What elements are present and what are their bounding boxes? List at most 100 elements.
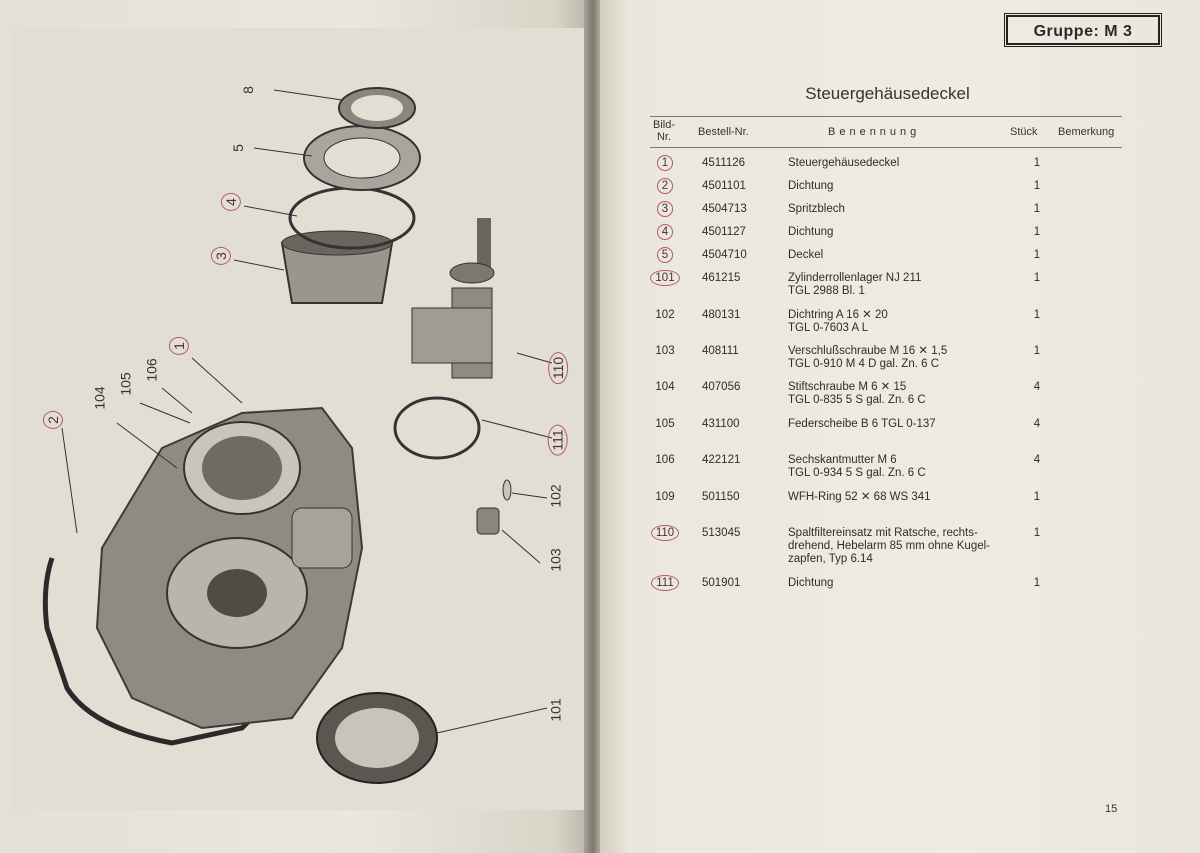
cell-bild-nr: 111 xyxy=(648,575,682,591)
cell-benennung: Spaltfiltereinsatz mit Ratsche, rechts- … xyxy=(788,527,991,565)
cell-bestell-nr: 4504710 xyxy=(702,249,747,261)
cell-bild-nr: 106 xyxy=(648,454,682,467)
leader-lines xyxy=(61,89,553,734)
header-bemerkung: Bemerkung xyxy=(1058,126,1115,138)
cell-stueck: 1 xyxy=(1033,226,1041,238)
cell-bestell-nr: 407056 xyxy=(702,381,741,393)
cell-stueck: 1 xyxy=(1033,157,1041,169)
bild-nr-value: 111 xyxy=(651,575,679,591)
cell-bild-nr: 1 xyxy=(648,155,682,171)
plug-103-shape xyxy=(476,507,500,535)
bild-nr-value: 101 xyxy=(650,270,680,286)
parts-illustration xyxy=(12,28,584,810)
table-top-rule xyxy=(650,116,1122,117)
cell-stueck: 4 xyxy=(1033,418,1041,430)
cell-benennung: Dichtring A 16 ✕ 20 TGL 0-7603 A L xyxy=(788,309,888,334)
cell-stueck: 1 xyxy=(1033,203,1041,215)
cell-benennung: Steuergehäusedeckel xyxy=(788,157,900,169)
callout-3: 3 xyxy=(210,247,231,265)
cell-benennung: Spritzblech xyxy=(788,203,845,215)
ring-3-top xyxy=(281,230,393,256)
cell-benennung: Dichtung xyxy=(788,577,834,589)
cell-benennung: Verschlußschraube M 16 ✕ 1,5 TGL 0-910 M… xyxy=(788,345,948,370)
cell-benennung: Dichtung xyxy=(788,226,834,238)
ring-8-hole xyxy=(351,95,403,121)
callout-111: 111 xyxy=(547,424,568,456)
cell-stueck: 1 xyxy=(1033,249,1041,261)
gasket-2-shape xyxy=(42,557,314,746)
cell-bild-nr: 109 xyxy=(648,491,682,504)
cell-bild-nr: 4 xyxy=(648,224,682,240)
left-page: 8 5 4 3 1 2 104 105 106 110 111 102 103 … xyxy=(0,0,592,853)
cell-benennung: WFH-Ring 52 ✕ 68 WS 341 xyxy=(788,491,931,503)
cell-bestell-nr: 513045 xyxy=(702,527,741,539)
cell-bild-nr: 3 xyxy=(648,201,682,217)
filter-cap xyxy=(449,262,495,284)
gasket-111-shape xyxy=(393,396,481,460)
callout-101: 101 xyxy=(547,698,564,722)
cell-bestell-nr: 431100 xyxy=(702,418,740,430)
bild-nr-value: 4 xyxy=(656,224,674,240)
cell-stueck: 4 xyxy=(1033,454,1041,466)
cell-bild-nr: 5 xyxy=(648,247,682,263)
cell-benennung: Deckel xyxy=(788,249,824,261)
callout-4: 4 xyxy=(220,193,241,211)
cell-benennung: Dichtung xyxy=(788,180,834,192)
filter-shaft xyxy=(477,218,491,268)
bild-nr-value: 106 xyxy=(655,454,675,466)
page-number: 15 xyxy=(1105,803,1118,815)
cell-bild-nr: 101 xyxy=(648,270,682,286)
cell-stueck: 1 xyxy=(1033,272,1041,284)
cell-bestell-nr: 4504713 xyxy=(702,203,747,215)
callout-106: 106 xyxy=(143,358,160,382)
book-gutter xyxy=(584,0,604,853)
cell-stueck: 1 xyxy=(1033,577,1041,589)
bearing-101-inner xyxy=(335,708,419,768)
callout-105: 105 xyxy=(117,372,134,396)
cell-bestell-nr: 501150 xyxy=(702,491,740,503)
cell-bild-nr: 2 xyxy=(648,178,682,194)
bild-nr-value: 104 xyxy=(655,381,675,393)
bild-nr-value: 1 xyxy=(656,155,674,171)
cell-bestell-nr: 4511126 xyxy=(702,157,746,169)
callout-110: 110 xyxy=(548,351,569,385)
cover-5-hole xyxy=(323,137,401,179)
page-title: Steuergehäusedeckel xyxy=(805,84,970,103)
filter-head xyxy=(411,307,493,364)
cell-bestell-nr: 422121 xyxy=(702,454,741,466)
exploded-view-drawing xyxy=(42,87,553,784)
cell-stueck: 1 xyxy=(1033,491,1041,503)
cell-bild-nr: 105 xyxy=(648,418,682,431)
right-page: Gruppe: M 3 Steuergehäusedeckel Bild- Nr… xyxy=(600,0,1200,853)
seal-102-shape xyxy=(502,479,512,501)
cell-bestell-nr: 4501101 xyxy=(702,180,746,192)
callout-5: 5 xyxy=(229,144,246,152)
cell-bestell-nr: 480131 xyxy=(702,309,741,321)
cell-bild-nr: 102 xyxy=(648,309,682,322)
bild-nr-value: 105 xyxy=(655,418,675,430)
cell-bild-nr: 103 xyxy=(648,345,682,358)
callout-102: 102 xyxy=(547,484,564,508)
cell-stueck: 1 xyxy=(1033,309,1041,321)
cell-bestell-nr: 4501127 xyxy=(702,226,746,238)
bild-nr-value: 110 xyxy=(650,525,680,541)
callout-104: 104 xyxy=(91,386,108,410)
bild-nr-value: 2 xyxy=(656,178,674,194)
group-label: Gruppe: M 3 xyxy=(1004,13,1162,47)
table-header-rule xyxy=(650,147,1122,148)
header-bild-nr: Bild- Nr. xyxy=(652,119,675,143)
cell-stueck: 4 xyxy=(1033,381,1041,393)
cell-bestell-nr: 501901 xyxy=(702,577,741,589)
callout-103: 103 xyxy=(547,548,564,572)
bild-nr-value: 3 xyxy=(656,201,674,217)
callout-2: 2 xyxy=(42,411,63,429)
cell-bestell-nr: 408111 xyxy=(702,345,739,357)
header-stueck: Stück xyxy=(1010,126,1038,138)
bild-nr-value: 102 xyxy=(655,309,675,321)
cell-stueck: 1 xyxy=(1033,345,1041,357)
bild-nr-value: 109 xyxy=(655,491,675,503)
cell-benennung: Stiftschraube M 6 ✕ 15 TGL 0-835 5 S gal… xyxy=(788,381,926,406)
cell-bild-nr: 110 xyxy=(648,525,682,541)
cell-benennung: Federscheibe B 6 TGL 0-137 xyxy=(788,418,936,430)
cell-bild-nr: 104 xyxy=(648,381,682,394)
